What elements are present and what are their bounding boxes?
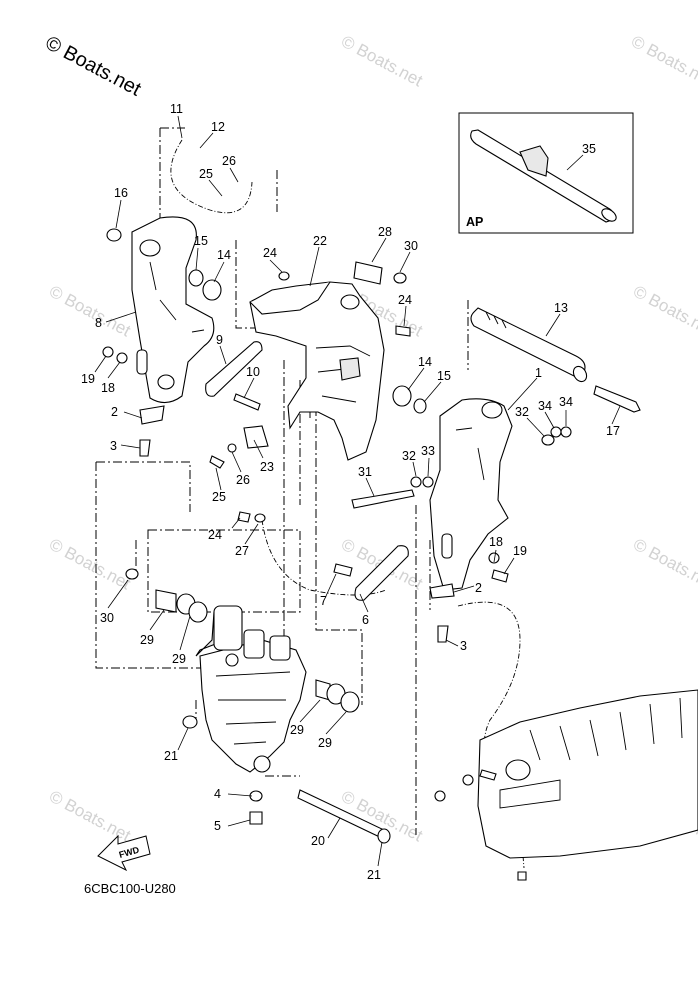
part-17-bolt <box>593 385 641 413</box>
callout-22: 22 <box>313 234 327 248</box>
callout-1: 1 <box>535 366 542 380</box>
watermark-faint-8: © Boats.net <box>630 535 698 594</box>
watermark-main: © Boats.net <box>42 32 145 101</box>
callout-20: 20 <box>311 834 325 848</box>
callout-30: 30 <box>404 239 418 253</box>
callout-13: 13 <box>554 301 568 315</box>
callout-23: 23 <box>260 460 274 474</box>
callouts: 11 12 26 25 16 15 14 24 22 28 30 8 24 13… <box>81 102 620 882</box>
watermark-faint-3: © Boats.net <box>46 282 134 341</box>
callout-12: 12 <box>211 120 225 134</box>
inset-label-ap: AP <box>466 215 483 229</box>
callout-34: 34 <box>559 395 573 409</box>
lower-housing <box>434 689 698 881</box>
callout-29: 29 <box>140 633 154 647</box>
watermark-faint-5: © Boats.net <box>630 282 698 341</box>
callout-25: 25 <box>212 490 226 504</box>
part-35-shaft <box>470 129 617 223</box>
callout-29: 29 <box>172 652 186 666</box>
callout-32: 32 <box>515 405 529 419</box>
callout-18: 18 <box>101 381 115 395</box>
callout-17: 17 <box>606 424 620 438</box>
callout-33: 33 <box>421 444 435 458</box>
part-6-plate <box>354 545 409 601</box>
callout-21: 21 <box>164 749 178 763</box>
ground-cable-upper <box>170 139 253 214</box>
callout-31: 31 <box>358 465 372 479</box>
part-13-steering-shaft <box>470 307 588 383</box>
watermark-faint-1: © Boats.net <box>338 32 426 91</box>
hardware <box>102 228 572 844</box>
callout-2: 2 <box>475 581 482 595</box>
callout-19: 19 <box>513 544 527 558</box>
watermark-faint-9: © Boats.net <box>46 787 134 846</box>
callout-15: 15 <box>437 369 451 383</box>
callout-26: 26 <box>222 154 236 168</box>
callout-30: 30 <box>100 611 114 625</box>
callout-18: 18 <box>489 535 503 549</box>
callout-21: 21 <box>367 868 381 882</box>
part-22-swivel-bracket <box>249 281 385 461</box>
callout-24: 24 <box>398 293 412 307</box>
callout-4: 4 <box>214 787 221 801</box>
callout-27: 27 <box>235 544 249 558</box>
watermark-faint-2: © Boats.net <box>628 32 698 91</box>
part-8-left-bracket <box>131 216 215 404</box>
callout-7: 7 <box>320 594 327 608</box>
callout-24: 24 <box>208 528 222 542</box>
callout-24: 24 <box>263 246 277 260</box>
watermark-faint-6: © Boats.net <box>46 535 134 594</box>
leader-lines <box>94 115 621 867</box>
callout-3: 3 <box>460 639 467 653</box>
callout-29: 29 <box>290 723 304 737</box>
diagram-code: 6CBC100-U280 <box>84 881 176 896</box>
callout-15: 15 <box>194 234 208 248</box>
part-9-plate <box>205 341 263 397</box>
callout-2: 2 <box>111 405 118 419</box>
part-1-right-bracket <box>429 398 513 591</box>
callout-10: 10 <box>246 365 260 379</box>
power-trim-tilt-unit <box>195 605 307 773</box>
callout-5: 5 <box>214 819 221 833</box>
fwd-arrow: FWD <box>97 834 151 872</box>
callout-25: 25 <box>199 167 213 181</box>
callout-16: 16 <box>114 186 128 200</box>
callout-26: 26 <box>236 473 250 487</box>
callout-3: 3 <box>110 439 117 453</box>
callout-14: 14 <box>418 355 432 369</box>
callout-8: 8 <box>95 316 102 330</box>
callout-9: 9 <box>216 333 223 347</box>
callout-32: 32 <box>402 449 416 463</box>
callout-29: 29 <box>318 736 332 750</box>
callout-11: 11 <box>170 102 183 116</box>
inset-ap: 35 AP <box>458 112 634 234</box>
callout-28: 28 <box>378 225 392 239</box>
callout-34: 34 <box>538 399 552 413</box>
callout-19: 19 <box>81 372 95 386</box>
callout-6: 6 <box>362 613 369 627</box>
callout-35: 35 <box>582 142 596 156</box>
callout-14: 14 <box>217 248 231 262</box>
